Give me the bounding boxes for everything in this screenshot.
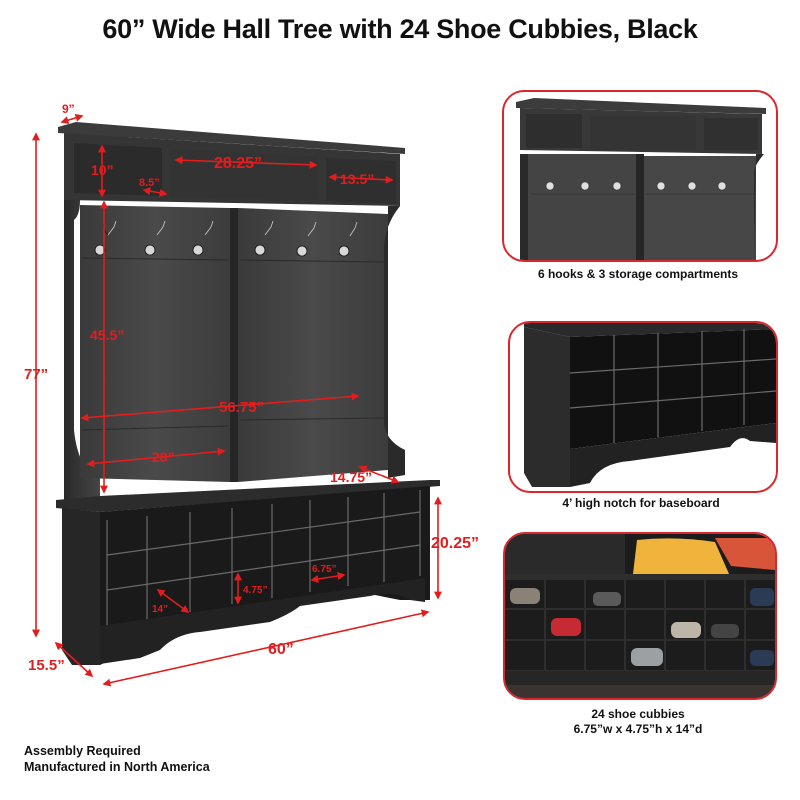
dim-inner-width: 56.75” — [219, 399, 264, 416]
hook-icon — [612, 181, 622, 191]
cubby-grid — [106, 490, 421, 626]
red-pillow — [715, 538, 775, 570]
dim-cubby-width: 6.75” — [312, 564, 336, 575]
hook-icon — [296, 221, 317, 257]
dim-hutch-depth: 8.5” — [139, 177, 160, 189]
detail-panel-notch — [508, 321, 778, 493]
bench-top — [56, 480, 440, 512]
dim-half-width: 28” — [152, 449, 175, 465]
hook-icon — [338, 221, 358, 257]
notch-detail-image — [524, 323, 776, 487]
dim-hanging-height: 45.5” — [90, 327, 124, 343]
right-side-panel — [384, 206, 405, 478]
detail-panel-cubbies — [503, 532, 777, 700]
caption-cubbies-size: 6.75”w x 4.75”h x 14”d — [573, 722, 703, 736]
caption-notch: 4’ high notch for baseboard — [562, 496, 720, 510]
hook-icon — [656, 181, 666, 191]
left-side-panel — [64, 200, 100, 500]
footer-notes: Assembly Required Manufactured in North … — [24, 743, 210, 775]
dim-side-compartment: 13.5” — [340, 171, 374, 187]
page-title: 60” Wide Hall Tree with 24 Shoe Cubbies,… — [102, 14, 698, 44]
detail-panel-hooks — [502, 90, 778, 262]
assembly-note: Assembly Required — [24, 744, 141, 758]
yellow-pillow — [633, 538, 729, 574]
hook-icon — [687, 181, 697, 191]
crown-molding — [58, 122, 405, 154]
dim-total-width: 60” — [268, 641, 294, 658]
dim-bench-height: 20.25” — [431, 535, 479, 552]
origin-note: Manufactured in North America — [24, 760, 210, 774]
caption-cubbies: 24 shoe cubbies 6.75”w x 4.75”h x 14”d — [503, 707, 773, 737]
dim-hutch-height: 10” — [91, 162, 114, 178]
hook-icon — [254, 220, 274, 256]
shoes — [510, 588, 774, 666]
hall-tree-diagram: 9” 10” 8.5” 28.25” 13.5” 77” 45.5” 56.75… — [24, 102, 479, 687]
dim-center-compartment: 28.25” — [214, 155, 262, 172]
dim-bench-depth: 14.75” — [330, 469, 372, 485]
caption-cubbies-count: 24 shoe cubbies — [591, 707, 685, 721]
hook-icon — [580, 181, 590, 191]
dim-total-height: 77” — [24, 366, 48, 383]
caption-hooks: 6 hooks & 3 storage compartments — [537, 267, 739, 281]
dim-cubby-height: 4.75” — [243, 585, 267, 596]
hook-icon — [545, 181, 555, 191]
dim-cubby-depth: 14” — [152, 604, 168, 615]
cubbies-detail-image — [505, 534, 775, 698]
hook-icon — [144, 220, 166, 256]
hooks-detail-image — [516, 98, 766, 260]
dim-base-depth: 15.5” — [28, 657, 65, 674]
hook-icon — [192, 220, 214, 256]
dim-top-depth: 9” — [62, 102, 75, 116]
hook-icon — [717, 181, 727, 191]
